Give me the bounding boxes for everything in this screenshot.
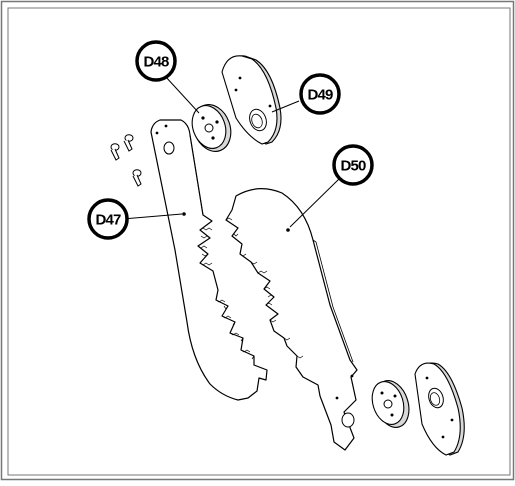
callout-d49: D49 — [299, 73, 341, 115]
screws — [110, 134, 142, 187]
part-bottom-mount-plate — [414, 362, 465, 456]
screw-3 — [132, 169, 142, 187]
callout-d48: D48 — [135, 40, 177, 82]
callout-label-d50: D50 — [340, 158, 366, 175]
part-bottom-hub — [371, 380, 410, 428]
callout-label-d49: D49 — [307, 87, 333, 104]
leader-lines — [122, 75, 340, 228]
screw-2 — [110, 143, 120, 161]
callout-label-d47: D47 — [95, 212, 121, 229]
screw-1 — [123, 134, 134, 152]
part-d49-mount-plate — [221, 55, 282, 145]
callout-d47: D47 — [87, 198, 129, 240]
part-d48-hub — [191, 104, 232, 152]
serrated-edge — [197, 217, 304, 360]
part-d50-wing-plate — [225, 188, 358, 451]
callout-d50: D50 — [332, 144, 374, 186]
callout-label-d48: D48 — [143, 54, 169, 71]
